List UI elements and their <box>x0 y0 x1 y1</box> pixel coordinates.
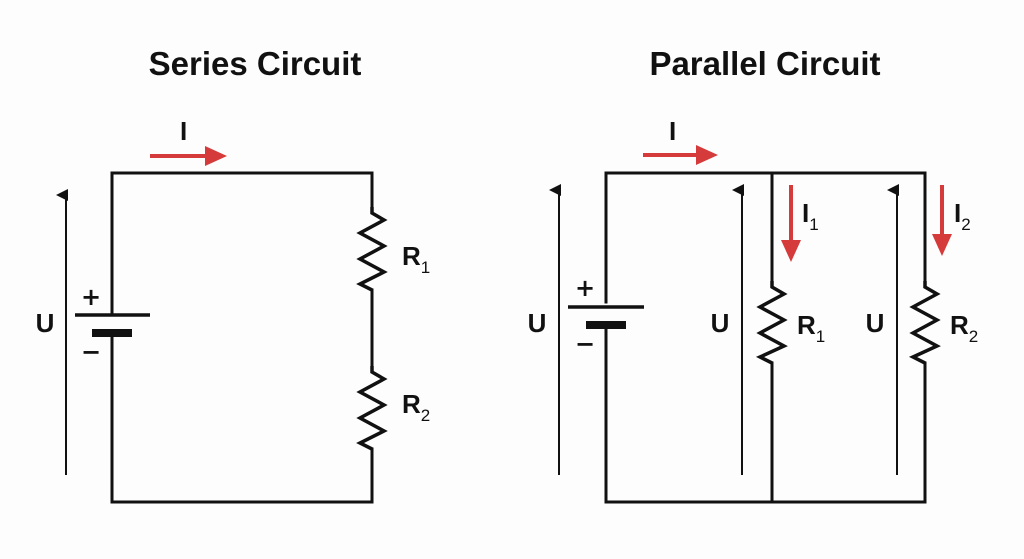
parallel-resistor-r2 <box>908 281 941 365</box>
parallel-resistor-r1 <box>755 281 788 365</box>
branch2-voltage-label: U <box>866 308 885 338</box>
series-battery: + − <box>75 283 150 366</box>
branch1-current-label: I1 <box>802 198 819 234</box>
series-circuit: Series Circuit I + − U R1 R2 <box>36 45 430 504</box>
parallel-plus-sign: + <box>575 274 595 302</box>
branch2-current-label: I2 <box>954 198 971 234</box>
branch1-r-label: R1 <box>797 310 825 346</box>
series-voltage-label: U <box>36 308 55 338</box>
series-r1-label: R1 <box>402 241 430 277</box>
branch2-r-label: R2 <box>950 310 978 346</box>
series-r2-label: R2 <box>402 389 430 425</box>
series-resistor-r2 <box>356 366 388 451</box>
parallel-title: Parallel Circuit <box>649 45 880 82</box>
parallel-wire-loop <box>604 171 927 504</box>
parallel-branch-1: U I1 R1 <box>711 184 825 475</box>
series-plus-sign: + <box>81 283 101 311</box>
series-minus-sign: − <box>81 338 101 366</box>
parallel-voltage-label: U <box>528 308 547 338</box>
series-current-label: I <box>180 116 187 146</box>
parallel-branch-2: U I2 R2 <box>866 184 978 475</box>
parallel-circuit: Parallel Circuit I + − U U I1 R1 <box>528 45 978 504</box>
series-resistor-r1 <box>356 207 388 292</box>
parallel-minus-sign: − <box>575 330 595 358</box>
series-wire-loop <box>110 171 374 504</box>
parallel-current-arrow: I <box>643 116 718 165</box>
parallel-battery: + − <box>568 274 644 358</box>
series-current-arrow: I <box>150 116 227 166</box>
branch1-voltage-label: U <box>711 308 730 338</box>
series-title: Series Circuit <box>149 45 362 82</box>
parallel-current-label: I <box>669 116 676 146</box>
